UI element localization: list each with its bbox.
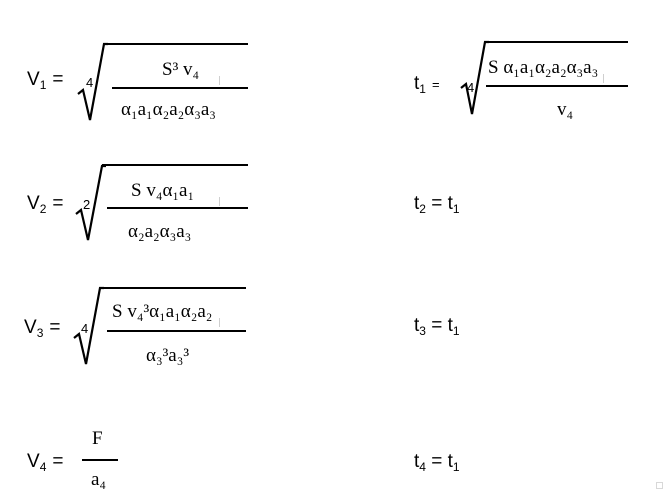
v3-denominator: α₃³a₃³	[146, 345, 190, 366]
v4-label: V4=	[27, 451, 64, 474]
t1-root-index: 4	[467, 80, 475, 95]
v2-denominator: α₂a₂α₃a₃	[128, 221, 192, 242]
v1-vinculum	[104, 43, 248, 45]
v1-label: V1=	[27, 69, 64, 92]
v3-vinculum	[100, 287, 246, 289]
v3-tick	[219, 318, 220, 327]
v2-label: V2=	[27, 193, 64, 216]
t1-label: t1=	[414, 73, 440, 96]
v4-fraction-bar	[82, 459, 118, 461]
v1-tick	[219, 76, 220, 85]
v1-root-index: 4	[86, 75, 94, 90]
v2-vinculum	[102, 164, 248, 166]
t3-label: t3 = t1	[414, 315, 460, 338]
v1-numerator: S³ v₄	[162, 59, 200, 80]
v3-numerator: S v₄³α₁a₁α₂a₂	[112, 301, 213, 322]
v2-root-index: 2	[83, 197, 91, 212]
v1-fraction-bar	[112, 87, 248, 89]
v1-radical-sign	[77, 42, 108, 121]
v4-numerator: F	[92, 428, 103, 449]
v2-radical-sign	[75, 164, 106, 241]
v1-denominator: α₁a₁α₂a₂α₃a₃	[121, 99, 216, 120]
t1-denominator: v₄	[557, 99, 574, 120]
v4-denominator: a₄	[91, 469, 107, 490]
v3-root-index: 4	[81, 321, 89, 336]
corner-marker	[656, 482, 663, 489]
t1-tick	[603, 74, 604, 83]
t1-fraction-bar	[486, 85, 628, 87]
v2-fraction-bar	[107, 207, 248, 209]
v2-tick	[219, 197, 220, 206]
v3-radical-sign	[73, 286, 104, 365]
t1-numerator: S α₁a₁α₂a₂α₃a₃	[488, 57, 599, 78]
v2-numerator: S v₄α₁a₁	[131, 180, 195, 201]
t1-radical-sign	[460, 40, 489, 115]
t1-vinculum	[486, 41, 628, 43]
t4-label: t4 = t1	[414, 451, 460, 474]
v3-label: V3=	[24, 317, 61, 340]
v3-fraction-bar	[107, 330, 246, 332]
t2-label: t2 = t1	[414, 193, 460, 216]
